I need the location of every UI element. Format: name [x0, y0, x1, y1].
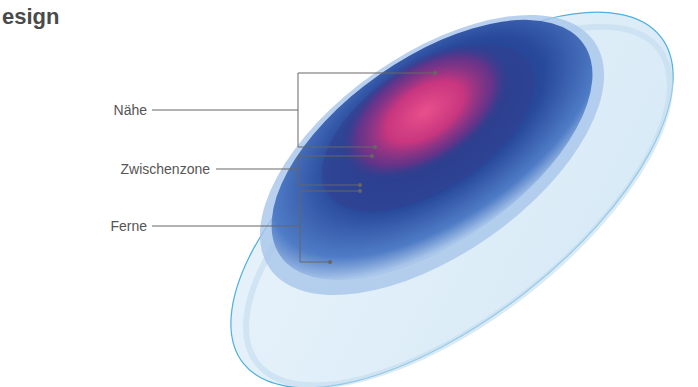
lens-outer	[171, 0, 698, 387]
lens-rim-shade	[189, 0, 698, 387]
near-zone	[317, 17, 533, 208]
far-zone-halo	[212, 0, 651, 350]
zone-label: Zwischenzone	[121, 161, 211, 177]
intermediate-zone	[294, 11, 563, 246]
zone-label: Nähe	[114, 102, 147, 118]
heading: esign	[2, 4, 59, 30]
far-zone	[228, 0, 637, 331]
leader-dots	[328, 71, 437, 264]
zone-label: Ferne	[110, 218, 147, 234]
